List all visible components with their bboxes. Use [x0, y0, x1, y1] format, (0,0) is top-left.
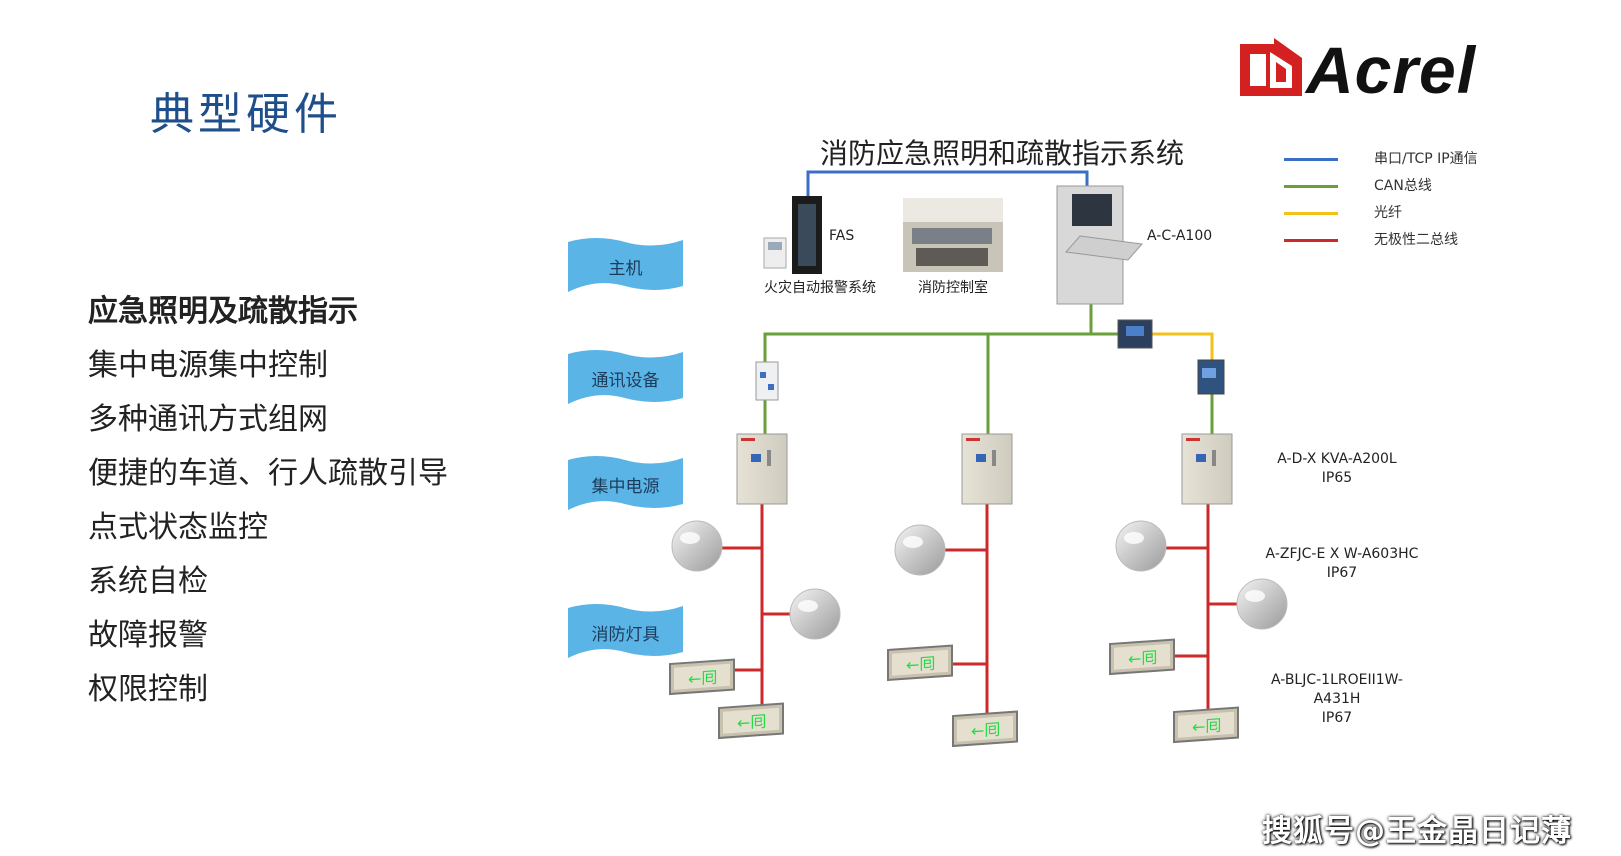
two-wire-bus: [722, 504, 1240, 724]
emergency-lamp-icon: [671, 520, 723, 572]
emergency-lamp-icon: [894, 524, 946, 576]
tier-label: 主机: [608, 259, 643, 279]
fas-label: FAS: [829, 228, 855, 244]
exit-sign-icon: [952, 710, 1018, 747]
feature-item: 应急照明及疏散指示: [88, 294, 358, 329]
power-supply-icon: [1181, 433, 1233, 505]
legend-item: CAN总线: [1284, 175, 1514, 202]
emergency-lamp-icon: [1236, 578, 1288, 630]
tier-banner-communication: 通讯设备: [568, 348, 683, 408]
power-supply-icon: [736, 433, 788, 505]
feature-item: 权限控制: [88, 672, 208, 707]
legend-swatch: [1284, 158, 1338, 161]
feature-item: 系统自检: [88, 564, 208, 599]
fas-cabinet-icon: [763, 196, 822, 274]
power-supply-model: A-D-X KVA-A200L IP65: [1277, 451, 1397, 486]
fire-alarm-caption: 火灾自动报警系统: [764, 280, 876, 296]
brand-logo: Acrel: [1240, 33, 1530, 108]
legend-label: 串口/TCP IP通信: [1374, 151, 1478, 167]
exit-sign-icon: [669, 658, 735, 695]
power-supply-icon: [961, 433, 1013, 505]
tier-label: 集中电源: [591, 477, 660, 497]
emergency-lamp-icon: [1115, 520, 1167, 572]
fiber-converter-icon: [1197, 359, 1225, 395]
legend-label: 光纤: [1374, 205, 1402, 221]
legend: 串口/TCP IP通信 CAN总线 光纤 无极性二总线: [1284, 148, 1514, 256]
sign-model: A-BLJC-1LROEII1W- A431H IP67: [1271, 672, 1403, 726]
fiber-line: [1152, 332, 1214, 360]
control-room-caption: 消防控制室: [918, 280, 988, 296]
tier-label: 通讯设备: [591, 371, 660, 391]
feature-list: 应急照明及疏散指示 集中电源集中控制 多种通讯方式组网 便捷的车道、行人疏散引导…: [88, 285, 448, 717]
legend-swatch: [1284, 212, 1338, 215]
banner-shape: [568, 456, 683, 510]
legend-label: 无极性二总线: [1374, 232, 1458, 248]
host-model-label: A-C-A100: [1147, 228, 1213, 244]
page-title: 典型硬件: [150, 89, 342, 140]
banner-shape: [568, 238, 683, 292]
legend-item: 串口/TCP IP通信: [1284, 148, 1514, 175]
logo-mark-icon: [1240, 38, 1302, 96]
legend-swatch: [1284, 185, 1338, 188]
legend-label: CAN总线: [1374, 178, 1432, 194]
exit-sign-icon: [718, 702, 784, 739]
feature-item: 点式状态监控: [88, 510, 268, 545]
serial-line: [806, 170, 1089, 198]
tier-banner-power: 集中电源: [568, 454, 683, 514]
banner-shape: [568, 604, 683, 658]
legend-item: 无极性二总线: [1284, 229, 1514, 256]
lamp-model: A-ZFJC-E X W-A603HC IP67: [1265, 546, 1419, 581]
host-console-icon: [1056, 185, 1143, 305]
feature-item: 便捷的车道、行人疏散引导: [88, 456, 448, 491]
feature-item: 故障报警: [88, 618, 208, 653]
tier-banner-lamps: 消防灯具: [568, 602, 683, 662]
gateway-icon: [755, 361, 779, 401]
tier-label: 消防灯具: [591, 625, 660, 645]
exit-sign-icon: [1109, 638, 1175, 675]
fiber-switch-icon: [1117, 319, 1153, 349]
watermark: 搜狐号@王金晶日记薄: [1262, 814, 1572, 849]
tier-banner-host: 主机: [568, 236, 683, 296]
exit-sign-icon: [1173, 706, 1239, 743]
can-bus-line: [763, 332, 1132, 436]
banner-shape: [568, 350, 683, 404]
feature-item: 多种通讯方式组网: [88, 402, 328, 437]
exit-sign-icon: [887, 644, 953, 681]
feature-item: 集中电源集中控制: [88, 348, 328, 383]
diagram-title: 消防应急照明和疏散指示系统: [820, 137, 1185, 170]
legend-item: 光纤: [1284, 202, 1514, 229]
emergency-lamp-icon: [789, 588, 841, 640]
control-room-photo: [903, 198, 1003, 272]
legend-swatch: [1284, 239, 1338, 242]
logo-text: Acrel: [1306, 33, 1477, 107]
